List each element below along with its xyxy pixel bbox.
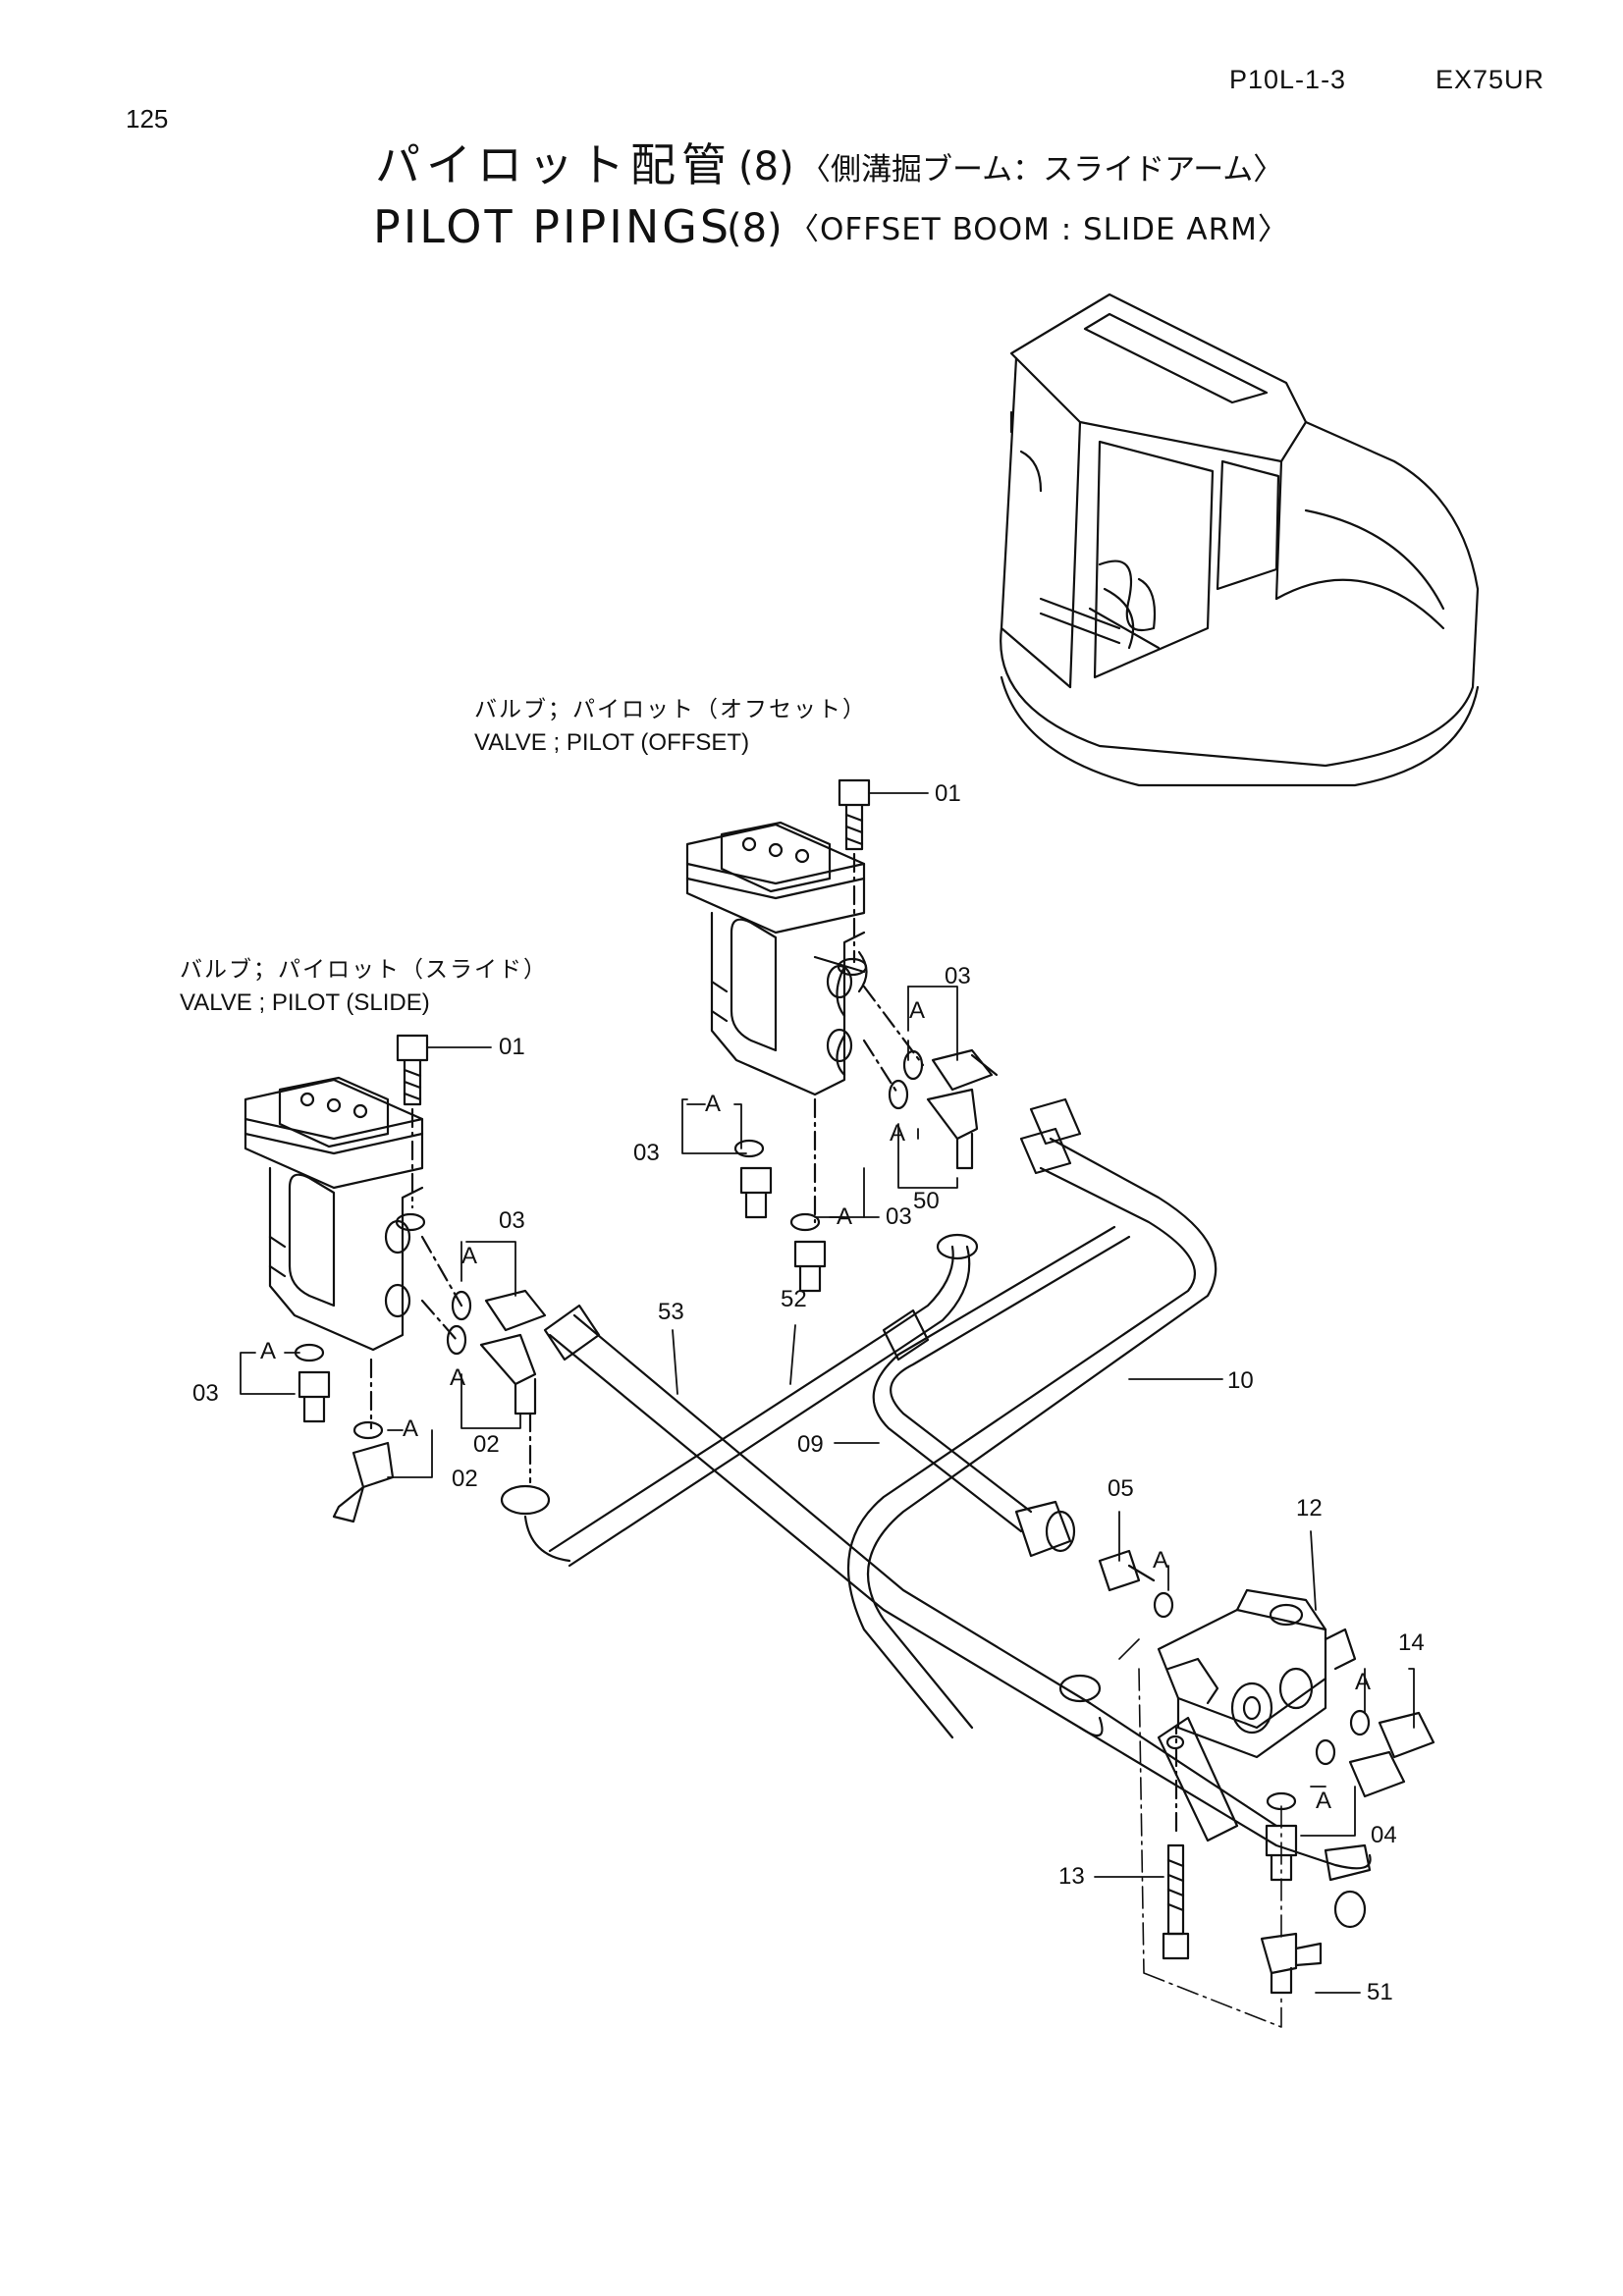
bolt-01-lower [396,1034,429,1209]
mark-a-4: A [837,1203,853,1230]
slide-valve-label-jp: バルブ；パイロット（スライド） [180,957,548,983]
callout-04: 04 [1371,1822,1397,1848]
mark-a-1: A [909,997,926,1024]
callout-52: 52 [781,1286,807,1312]
bolt-01-upper [838,778,871,964]
title-japanese: パイロット配管 [375,138,732,191]
offset-valve-label-en: VALVE ; PILOT (OFFSET) [474,729,750,756]
callout-09: 09 [797,1431,824,1458]
callout-01-upper: 01 [935,780,961,807]
callout-13: 13 [1058,1863,1085,1890]
callout-05: 05 [1108,1475,1134,1502]
callout-03-lower-right: 03 [499,1207,525,1234]
title-japanese-subtitle: 〈側溝掘ブーム：スライドアーム〉 [800,152,1284,187]
callout-03-upper-left: 03 [633,1140,660,1166]
callout-12: 12 [1296,1495,1323,1522]
callout-14: 14 [1398,1629,1425,1656]
callout-02-a: 02 [473,1431,500,1458]
callout-10: 10 [1227,1367,1254,1394]
mark-a-3: A [890,1120,906,1147]
document-code: P10L-1-3 [1229,65,1347,94]
callout-03-lower-left: 03 [192,1380,219,1407]
callout-03-upper-bottom: 03 [886,1203,912,1230]
mark-a-11: A [1316,1788,1332,1814]
mark-a-2: A [705,1091,722,1117]
title-japanese-number: (8) [738,144,794,189]
title-english-subtitle: 〈OFFSET BOOM : SLIDE ARM〉 [788,212,1289,247]
mark-a-9: A [1153,1547,1169,1574]
callout-53: 53 [658,1299,684,1325]
title-english: PILOT PIPINGS [373,200,732,253]
callout-51: 51 [1367,1979,1393,2005]
shuttle-valve-12 [1157,1588,1357,1842]
upper-fittings [733,985,999,1293]
hose-assemblies [500,1097,1372,1870]
callout-03-upper-right: 03 [945,963,971,989]
slide-pilot-valve [243,1076,426,1352]
center-lines [1118,1638,1282,2028]
mark-a-7: A [450,1364,466,1391]
bolt-13 [1162,1726,1190,1960]
leader-lines [240,792,1415,1994]
mark-a-10: A [1355,1669,1372,1695]
mark-a-8: A [403,1415,419,1442]
mark-a-6: A [260,1338,277,1364]
slide-valve-label-en: VALVE ; PILOT (SLIDE) [180,989,430,1016]
callout-02-b: 02 [452,1466,478,1492]
callout-50: 50 [913,1188,940,1214]
model-code: EX75UR [1435,65,1545,94]
shuttle-fittings [1098,1549,1435,1995]
mark-a-5: A [461,1243,478,1269]
callout-01-lower: 01 [499,1034,525,1060]
offset-pilot-valve [685,821,868,1096]
title-english-number: (8) [727,206,783,251]
excavator-cab-illustration [1000,293,1480,787]
page-number: 125 [126,104,169,133]
offset-valve-label-jp: バルブ；パイロット（オフセット） [474,697,867,722]
